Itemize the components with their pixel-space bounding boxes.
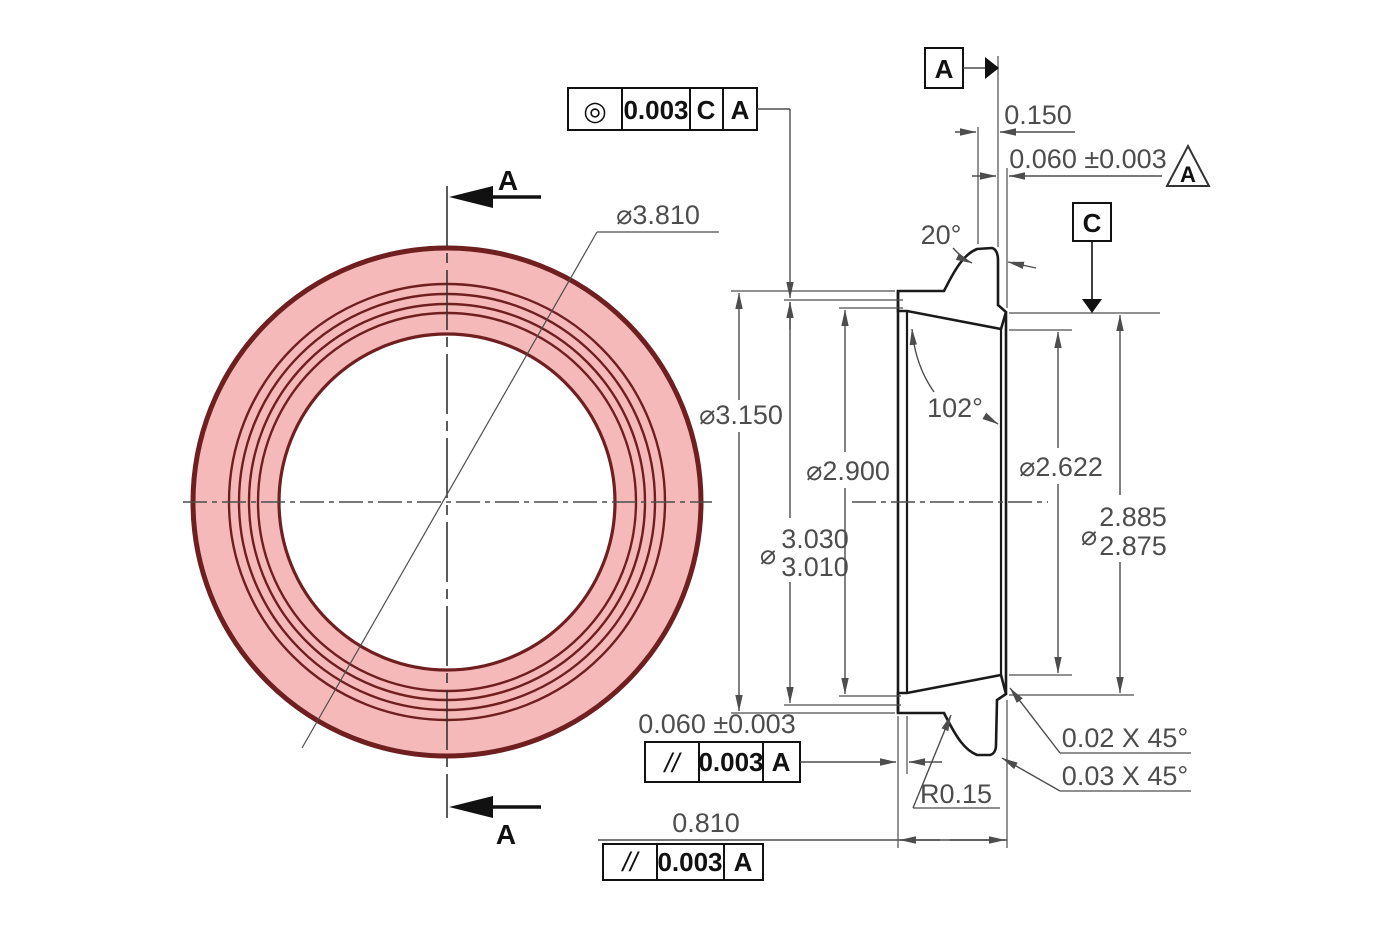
section-letter-bottom: A bbox=[496, 819, 516, 850]
od-leader-diagonal bbox=[301, 231, 598, 749]
upper-cut-area bbox=[896, 246, 1008, 331]
parallelism-left-datum: A bbox=[772, 747, 791, 777]
parallelism-frame-bottom bbox=[602, 843, 764, 881]
dimension-0810: 0.810 // 0.003 A bbox=[598, 808, 1007, 881]
parallelism-bottom-tol: 0.003 bbox=[657, 847, 722, 877]
chamfer-002-label: 0.02 X 45° bbox=[1062, 723, 1188, 753]
flag-triangle-a bbox=[1165, 143, 1211, 187]
concentricity-fcf: ◎ 0.003 C A bbox=[567, 87, 790, 131]
angle-20-label: 20° bbox=[921, 220, 962, 250]
section-letter-top: A bbox=[498, 165, 518, 196]
dimension-0060-top: 0.060 ±0.003 A bbox=[972, 143, 1211, 187]
angle-20-callout: 20° bbox=[921, 220, 1037, 269]
chamfer-003-callout: 0.03 X 45° bbox=[1001, 757, 1191, 792]
angle-102-callout: 102° bbox=[909, 328, 999, 425]
parallelism-left-tol: 0.003 bbox=[698, 747, 763, 777]
front-view: ⌀3.810 A A bbox=[183, 165, 719, 850]
concentricity-tol: 0.003 bbox=[623, 95, 688, 125]
radius-callout: R0.15 bbox=[912, 714, 1000, 809]
dimension-dia-2900: ⌀2.900 bbox=[806, 309, 890, 695]
chamfer-002-callout: 0.02 X 45° bbox=[1009, 687, 1191, 754]
lower-cut-area bbox=[896, 673, 1008, 757]
dimension-dia-3150: ⌀3.150 bbox=[699, 292, 783, 712]
dimension-0150: 0.150 bbox=[955, 100, 1075, 136]
dia-3030-upper-label: 3.030 bbox=[781, 524, 849, 554]
dimension-0060-bottom: 0.060 ±0.003 // 0.003 A bbox=[638, 709, 942, 783]
dimension-dia-2885-2875: ⌀ 2.885 2.875 bbox=[1081, 314, 1167, 694]
dia-3150-label: ⌀3.150 bbox=[699, 400, 783, 430]
dia-3030-lower-label: 3.010 bbox=[781, 552, 849, 582]
datum-a-letter: A bbox=[935, 54, 954, 84]
concentricity-datum-1: C bbox=[697, 95, 716, 125]
dia-2622-label: ⌀2.622 bbox=[1019, 452, 1103, 482]
radius-label: R0.15 bbox=[920, 779, 992, 809]
dia-2900-label: ⌀2.900 bbox=[806, 456, 890, 486]
concentricity-icon: ◎ bbox=[583, 96, 607, 126]
dia-2885-symbol: ⌀ bbox=[1081, 521, 1097, 551]
section-view bbox=[852, 246, 1048, 757]
angle-102-label: 102° bbox=[927, 393, 983, 423]
dia-2885-upper-label: 2.885 bbox=[1099, 502, 1167, 532]
dia-3030-symbol: ⌀ bbox=[760, 540, 776, 570]
flag-triangle-a-letter: A bbox=[1180, 162, 1196, 187]
parallelism-left-symbol: // bbox=[662, 748, 682, 778]
extension-lines bbox=[731, 56, 1160, 848]
dim-0810-label: 0.810 bbox=[672, 808, 740, 838]
dimension-dia-2622: ⌀2.622 bbox=[1019, 331, 1103, 674]
datum-c-letter: C bbox=[1083, 208, 1102, 238]
datum-c-symbol: C bbox=[1072, 202, 1112, 313]
parallelism-bottom-symbol: // bbox=[620, 847, 640, 877]
dim-0060-top-label: 0.060 ±0.003 bbox=[1009, 144, 1166, 174]
parallelism-bottom-datum: A bbox=[734, 847, 753, 877]
datum-c-triangle bbox=[1082, 299, 1102, 313]
dia-2885-lower-label: 2.875 bbox=[1099, 531, 1167, 561]
dimension-dia-3030-3010: ⌀ 3.030 3.010 bbox=[760, 109, 849, 704]
dim-0150-label: 0.150 bbox=[1004, 100, 1072, 130]
dim-0060-bottom-label: 0.060 ±0.003 bbox=[638, 709, 795, 739]
datum-a-triangle bbox=[985, 57, 999, 79]
od-dimension-label: ⌀3.810 bbox=[616, 200, 700, 230]
concentricity-datum-2: A bbox=[731, 95, 750, 125]
section-arrow-bottom: A bbox=[449, 796, 541, 850]
datum-a-symbol: A bbox=[924, 47, 999, 89]
chamfer-003-label: 0.03 X 45° bbox=[1062, 761, 1188, 791]
section-arrow-top: A bbox=[449, 165, 541, 208]
